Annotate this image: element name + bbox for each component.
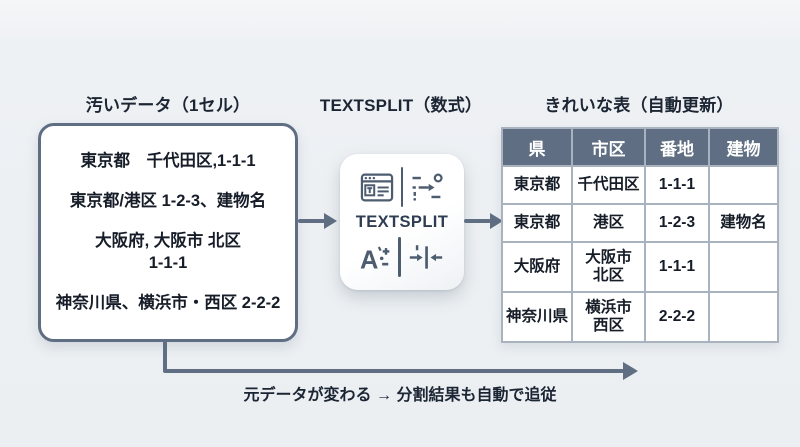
header-cell-city: 市区 [571,127,646,167]
feedback-caption: 元データが変わる → 分割結果も自動で追従 [243,387,557,404]
letter-adjust-icon: A [360,243,391,272]
card-top-icon-row [348,167,456,207]
table-cell [708,291,779,343]
textsplit-function-card: TEXTSPLIT A [340,154,464,290]
card-bottom-icon-row: A [348,237,456,277]
feedback-arrow-head [623,362,638,380]
table-cell: 2-2-2 [644,291,710,343]
header-cell-building: 建物 [708,127,779,167]
header-cell-prefecture: 県 [501,127,573,167]
result-table: 県 市区 番地 建物 東京都 千代田区 1-1-1 東京都 港区 1-2-3 建… [501,127,779,343]
header-cell-block: 番地 [644,127,710,167]
table-cell: 神奈川県 [501,291,573,343]
table-cell [708,165,779,205]
split-scatter-icon [410,173,444,202]
dirty-row-2: 東京都/港区 1-2-3、建物名 [69,191,267,210]
table-cell: 大阪市 北区 [571,241,646,293]
flow-arrow-1-shaft [298,219,325,223]
dirty-row-3: 大阪府, 大阪市 北区 1-1-1 [95,232,241,272]
table-row: 大阪府 大阪市 北区 1-1-1 [501,241,779,293]
table-row: 東京都 千代田区 1-1-1 [501,165,779,205]
dirty-row-1: 東京都 千代田区,1-1-1 [80,151,256,170]
table-cell: 横浜市 西区 [571,291,646,343]
dirty-row-4: 神奈川県、横浜市・西区 2-2-2 [55,293,281,312]
feedback-arrow-vertical [163,341,167,371]
feedback-arrow-shaft [163,369,624,373]
card-top-divider [400,167,404,207]
dirty-data-title: 汚いデータ（1セル） [85,96,251,115]
text-window-icon [360,173,394,202]
table-cell: 東京都 [501,203,573,243]
table-cell: 港区 [571,203,646,243]
clean-table-title: きれいな表（自動更新） [544,96,734,115]
merge-center-icon [408,243,444,272]
flow-arrow-2-head [490,213,503,229]
table-cell: 大阪府 [501,241,573,293]
flow-arrow-1-head [324,213,337,229]
card-bottom-divider [398,237,401,277]
formula-title: TEXTSPLIT（数式） [319,96,483,115]
dirty-data-box: 東京都 千代田区,1-1-1 東京都/港区 1-2-3、建物名 大阪府, 大阪市… [38,123,298,342]
table-cell: 千代田区 [571,165,646,205]
table-cell [708,241,779,293]
table-cell: 1-1-1 [644,241,710,293]
flow-arrow-2-shaft [464,219,491,223]
table-cell: 東京都 [501,165,573,205]
card-label: TEXTSPLIT [355,212,449,231]
table-cell: 建物名 [708,203,779,243]
table-row: 東京都 港区 1-2-3 建物名 [501,203,779,243]
table-cell: 1-1-1 [644,165,710,205]
result-table-header-row: 県 市区 番地 建物 [501,127,779,167]
table-cell: 1-2-3 [644,203,710,243]
table-row: 神奈川県 横浜市 西区 2-2-2 [501,291,779,343]
svg-text:A: A [360,246,378,271]
